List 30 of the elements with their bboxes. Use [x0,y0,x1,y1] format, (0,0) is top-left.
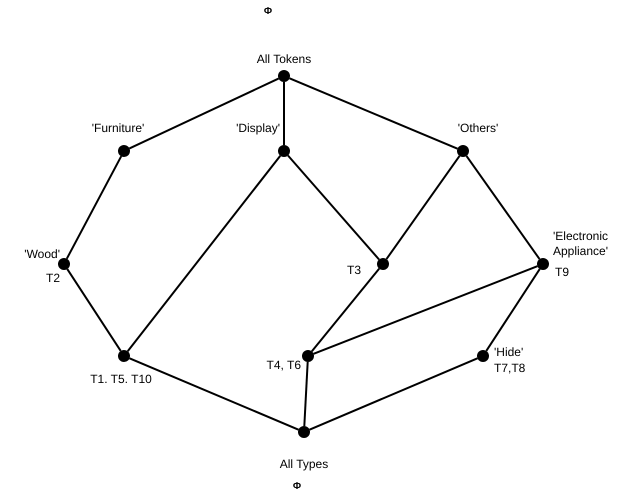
connector-line [129,357,299,431]
connector-line [126,155,282,352]
connector-line [287,154,380,260]
node-label: 'Electronic Appliance' [553,229,609,259]
node-label: 'Others' [458,121,498,136]
connector-line [466,155,540,260]
connector-line [283,82,285,145]
node-label: T7,T8 [494,361,526,376]
connector-line [386,155,460,260]
phi-symbol: Φ [292,481,302,493]
phi-symbol: Φ [264,6,272,18]
node-label: T2 [46,271,60,286]
node-label: 'Display' [236,121,280,136]
node-label: T1. T5. T10 [90,372,152,387]
connector-line [303,362,309,426]
connector-line [311,268,380,352]
node-label: 'Wood' [24,247,60,262]
connector-line [309,357,478,431]
connector-line [485,268,541,352]
connector-line [66,156,122,260]
node-label: 'Hide' [494,345,524,360]
connector-line [129,78,279,150]
node-label: T3 [346,263,361,278]
node-label: All Types [280,457,328,472]
node-label: T4, T6 [266,358,301,373]
connector-line [66,268,122,352]
node-label: All Tokens [256,52,312,67]
connector-line [289,77,458,150]
node-label: T9 [555,265,570,280]
node-label: 'Furniture' [92,121,144,136]
